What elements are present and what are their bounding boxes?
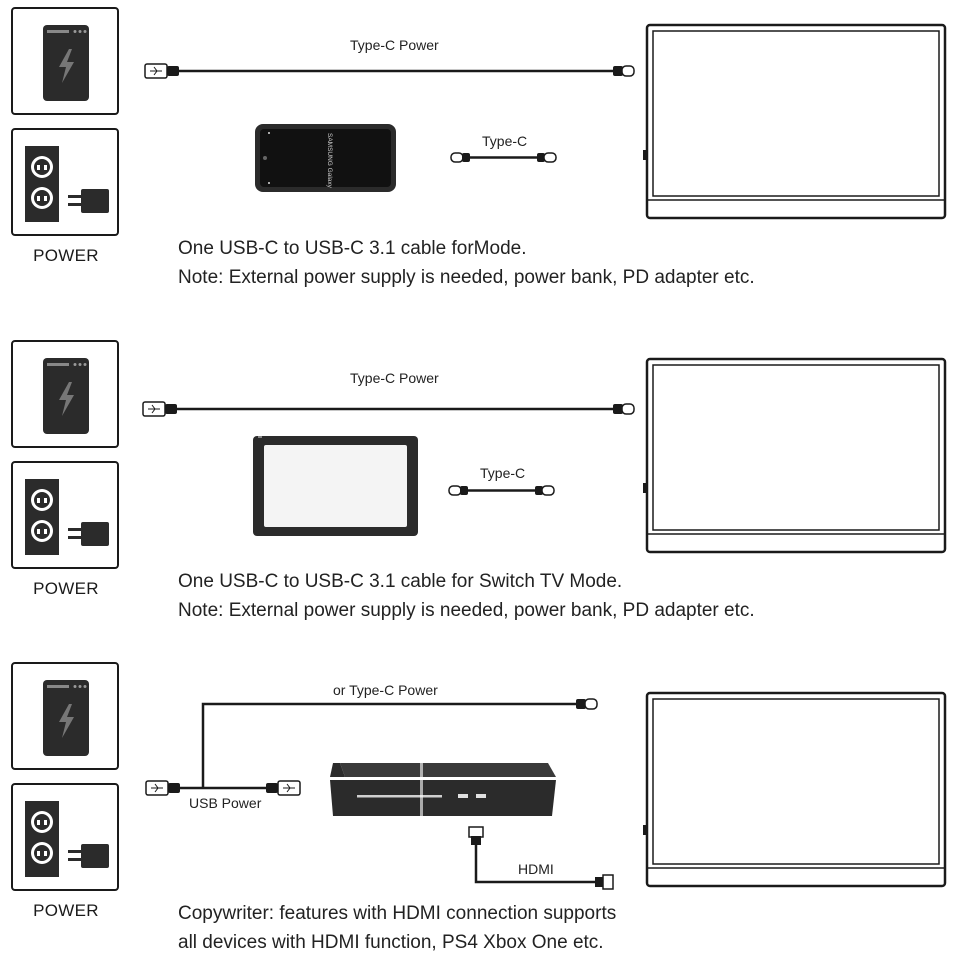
usb-c-plug-icon (576, 698, 598, 710)
caption: One USB-C to USB-C 3.1 cable for Switch … (178, 567, 755, 625)
section-diagram (145, 691, 947, 890)
caption: Copywriter: features with HDMI connectio… (178, 899, 616, 957)
type-c-cable (450, 152, 557, 163)
caption-line-2: Note: External power supply is needed, p… (178, 600, 755, 621)
power-bank-box (11, 662, 119, 770)
wall-outlet-icon (25, 146, 109, 222)
caption-line-1: Copywriter: features with HDMI connectio… (178, 903, 617, 924)
caption-line-2: all devices with HDMI function, PS4 Xbox… (178, 932, 604, 953)
usb-a-plug-icon (142, 401, 177, 417)
caption-line-1: One USB-C to USB-C 3.1 cable forMode. (178, 238, 527, 259)
usb-a-plug-icon (145, 780, 180, 796)
caption: One USB-C to USB-C 3.1 cable forMode. No… (178, 234, 755, 292)
caption-line-2: Note: External power supply is needed, p… (178, 267, 755, 288)
monitor-icon (643, 357, 947, 554)
power-bank-box (11, 340, 119, 448)
switch-console-icon (253, 436, 418, 536)
section-switch: POWER Typ (0, 333, 957, 653)
power-bank-icon (43, 25, 89, 101)
monitor-icon (643, 691, 947, 888)
hdmi-cable (468, 826, 614, 890)
phone-icon (255, 124, 396, 192)
cable-power-label: or Type-C Power (333, 682, 438, 698)
ps4-console-icon (330, 763, 556, 816)
power-label: POWER (33, 246, 99, 265)
wall-outlet-box (11, 128, 119, 236)
section-ps4: POWER (0, 655, 957, 964)
wall-outlet-icon (25, 801, 109, 877)
cable-power-label: Type-C Power (350, 37, 439, 53)
wall-outlet-box (11, 783, 119, 891)
phone-brand-text: SAMSUNG Galaxy (326, 133, 333, 189)
usb-c-plug-icon (613, 65, 635, 77)
wall-outlet-icon (25, 479, 109, 555)
cable-c-label: Type-C (480, 465, 526, 481)
power-label: POWER (33, 901, 99, 920)
section-diagram: SAMSUNG Galaxy (144, 23, 947, 220)
usb-a-plug-icon (266, 780, 301, 796)
usb-power-label: USB Power (189, 795, 262, 811)
power-bank-icon (43, 358, 89, 434)
usb-a-plug-icon (144, 63, 179, 79)
cable-c-label: Type-C (482, 133, 528, 149)
usb-c-plug-icon (613, 403, 635, 415)
caption-line-1: One USB-C to USB-C 3.1 cable for Switch … (178, 571, 623, 592)
power-bank-box (11, 7, 119, 115)
hdmi-label: HDMI (518, 861, 554, 877)
section-phone: POWER SAMSUNG Galaxy (0, 0, 957, 320)
type-c-cable (448, 485, 555, 496)
power-bank-icon (43, 680, 89, 756)
section-diagram (142, 357, 947, 554)
power-label: POWER (33, 579, 99, 598)
cable-power-label: Type-C Power (350, 370, 439, 386)
wall-outlet-box (11, 461, 119, 569)
monitor-icon (643, 23, 947, 220)
